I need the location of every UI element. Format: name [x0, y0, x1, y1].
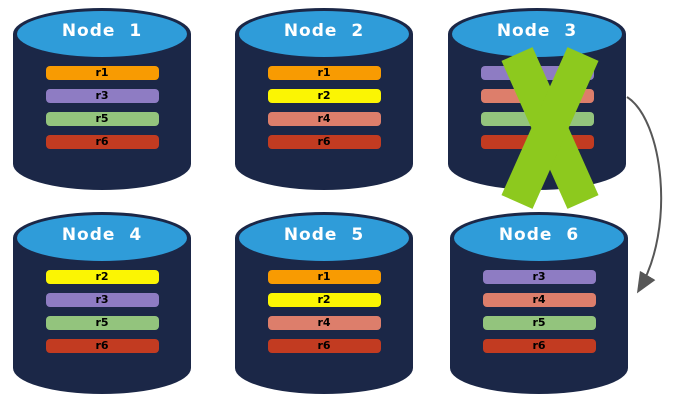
replica-bar-r2: r2	[267, 89, 381, 103]
node-5-title: Node 5	[283, 225, 365, 245]
node-2-cylinder: Node 2 r1 r2 r4 r6	[235, 8, 413, 190]
node-3-cylinder: Node 3r3	[448, 8, 626, 209]
node-4-replica-list: r2 r3 r5 r6	[13, 270, 191, 362]
replica-bar-r2: r2	[45, 270, 159, 284]
node-3-title: Node 3	[496, 21, 578, 41]
replica-bar-r4: r4	[267, 112, 381, 126]
node-4-cylinder: Node 4 r2 r3 r5 r6	[13, 212, 191, 394]
node-6-cylinder: Node 6 r3 r4 r5 r6	[450, 212, 628, 394]
replica-bar-r2: r2	[267, 293, 381, 307]
replica-bar-r1: r1	[45, 66, 159, 80]
replica-bar-r5: r5	[45, 112, 159, 126]
replica-bar-r5: r5	[45, 316, 159, 330]
node-6-top-ellipse	[454, 215, 624, 261]
replica-bar-r6: r6	[45, 339, 159, 353]
replica-bar-r1: r1	[267, 66, 381, 80]
node-4-top-ellipse	[17, 215, 187, 261]
replica-bar-r6: r6	[267, 135, 381, 149]
arrow-curve	[626, 96, 663, 294]
node-4-title: Node 4	[61, 225, 143, 245]
replica-bar-r6: r6	[267, 339, 381, 353]
node-1-top-ellipse	[17, 11, 187, 57]
node-5-top-ellipse	[239, 215, 409, 261]
node-6-title: Node 6	[498, 225, 580, 245]
replica-bar-r1: r1	[267, 270, 381, 284]
node-1-title: Node 1	[61, 21, 143, 41]
replica-bar-r3: r3	[45, 293, 159, 307]
replica-bar-r3: r3	[45, 89, 159, 103]
replica-bar-r5: r5	[482, 316, 596, 330]
node-3-top-ellipse	[452, 11, 622, 57]
failure-cross-icon	[501, 47, 599, 209]
replica-bar-r6: r6	[45, 135, 159, 149]
replica-bar-r3: r3	[482, 270, 596, 284]
node-2-replica-list: r1 r2 r4 r6	[235, 66, 413, 158]
replica-bar-r4: r4	[482, 293, 596, 307]
node-1-replica-list: r1 r3 r5 r6	[13, 66, 191, 158]
node-5-replica-list: r1 r2 r4 r6	[235, 270, 413, 362]
node-6-replica-list: r3 r4 r5 r6	[450, 270, 628, 362]
node-2-top-ellipse	[239, 11, 409, 57]
node-1-cylinder: Node 1 r1 r3 r5 r6	[13, 8, 191, 190]
node-5-cylinder: Node 5 r1 r2 r4 r6	[235, 212, 413, 394]
replica-bar-r6: r6	[482, 339, 596, 353]
node-2-title: Node 2	[283, 21, 365, 41]
replica-bar-r4: r4	[267, 316, 381, 330]
